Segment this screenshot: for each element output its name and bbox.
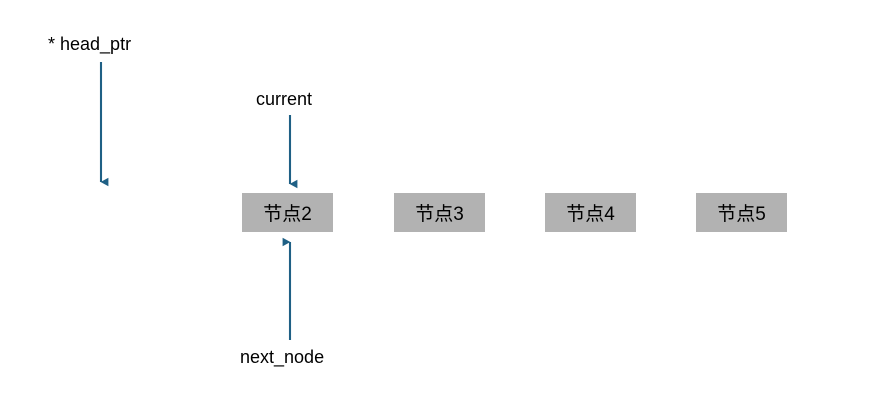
node-box-label: 节点3: [415, 204, 464, 225]
node-box-label: 节点5: [717, 204, 766, 225]
node-box-3: 节点4: [545, 193, 636, 232]
node-box-4: 节点5: [696, 193, 787, 232]
node-box-1: 节点2: [242, 193, 333, 232]
pointer-label-current: current: [256, 89, 313, 109]
pointer-label-head-ptr: * head_ptr: [48, 34, 132, 54]
node-box-label: 节点2: [263, 204, 312, 225]
pointer-label-next-node: next_node: [240, 347, 325, 367]
node-box-2: 节点3: [394, 193, 485, 232]
node-box-label: 节点4: [566, 204, 615, 225]
